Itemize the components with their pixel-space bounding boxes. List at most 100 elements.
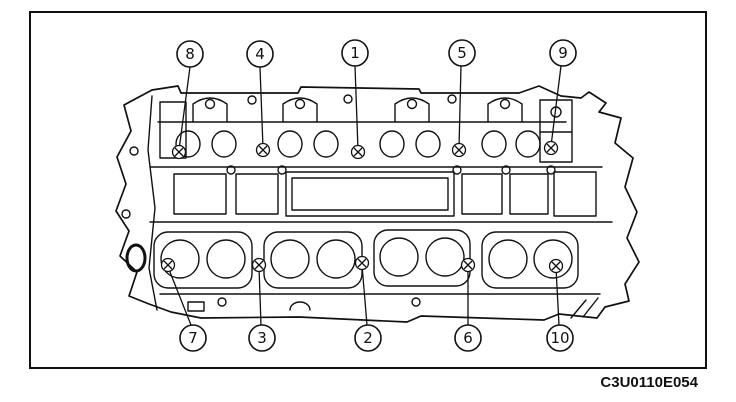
leader-line: [258, 266, 262, 326]
mid-chamber: [235, 173, 279, 215]
left-bolt-hole: [121, 209, 131, 219]
bottom-notch: [289, 301, 311, 311]
center-chamber: [285, 171, 455, 217]
callout-circle: [546, 324, 574, 352]
leader-line: [178, 66, 191, 151]
bolt-7-marker: [160, 257, 176, 273]
bore: [533, 239, 573, 279]
bore: [270, 239, 310, 279]
mid-bolt-hole: [452, 165, 462, 175]
callout-circle: [549, 39, 577, 67]
top-edge-hole: [447, 94, 457, 104]
cam-cap: [282, 97, 318, 123]
leader-line: [167, 266, 192, 326]
left-bolt-hole: [129, 146, 139, 156]
mid-bolt-hole: [226, 165, 236, 175]
left-oval-port: [125, 243, 147, 273]
bore: [206, 239, 246, 279]
bottom-edge-hole: [411, 297, 421, 307]
leader-line: [555, 267, 560, 326]
left-bracket-edge: [147, 95, 158, 311]
cylinder-head-drawing: [115, 85, 640, 323]
bore: [160, 239, 200, 279]
leader-lines: [167, 65, 562, 326]
head-outline: [115, 85, 640, 323]
cam-cap: [394, 97, 430, 123]
callout-number: 7: [188, 329, 198, 347]
cam-cap-bolt: [204, 98, 216, 110]
leader-line: [458, 65, 462, 149]
callout-5: 5: [448, 39, 476, 67]
bolt-6-marker: [460, 257, 476, 273]
cam-housing: [481, 231, 579, 289]
bore: [488, 239, 528, 279]
corner-hatch: [570, 297, 599, 319]
figure-frame: [29, 11, 707, 369]
bore: [316, 239, 356, 279]
bore: [379, 237, 419, 277]
callout-circle: [354, 324, 382, 352]
cam-cap-bolt: [294, 98, 306, 110]
mid-chamber: [173, 173, 227, 215]
callout-2: 2: [354, 324, 382, 352]
cam-housing: [373, 229, 471, 287]
bore: [425, 237, 465, 277]
mid-bolt-hole: [546, 165, 556, 175]
left-cap: [159, 101, 187, 159]
callout-number: 10: [550, 329, 569, 347]
callout-1: 1: [341, 39, 369, 67]
callout-circle: [341, 39, 369, 67]
callout-number: 9: [558, 44, 568, 62]
leader-line: [361, 264, 368, 326]
mid-chamber: [461, 173, 503, 215]
callouts: 8 4 1 5 9 7 3: [176, 39, 577, 352]
bottom-tab: [187, 301, 205, 312]
leader-line: [354, 65, 359, 151]
callout-circle: [246, 40, 274, 68]
bolt-1-marker: [350, 144, 366, 160]
callout-number: 3: [257, 329, 267, 347]
mid-chamber: [553, 171, 597, 217]
callout-circle: [179, 324, 207, 352]
callout-number: 1: [350, 44, 360, 62]
callout-circle: [176, 40, 204, 68]
valve-port: [415, 130, 441, 158]
cam-cap-bolt: [499, 98, 511, 110]
callout-10: 10: [546, 324, 574, 352]
callout-circle: [454, 324, 482, 352]
callout-3: 3: [248, 324, 276, 352]
cam-cap: [487, 97, 523, 123]
bottom-edge-hole: [217, 297, 227, 307]
top-edge-hole: [247, 95, 257, 105]
callout-4: 4: [246, 40, 274, 68]
callout-8: 8: [176, 40, 204, 68]
cam-cap: [192, 97, 228, 123]
valve-port: [481, 130, 507, 158]
mid-bolt-hole: [501, 165, 511, 175]
cam-housing: [263, 231, 363, 289]
callout-number: 6: [463, 329, 473, 347]
callout-6: 6: [454, 324, 482, 352]
callout-9: 9: [549, 39, 577, 67]
top-edge-hole: [343, 94, 353, 104]
valve-port: [379, 130, 405, 158]
callout-circle: [448, 39, 476, 67]
valve-port: [313, 130, 339, 158]
mid-bolt-hole: [277, 165, 287, 175]
bolt-3-marker: [251, 257, 267, 273]
callout-7: 7: [179, 324, 207, 352]
callout-number: 5: [457, 44, 467, 62]
bolt-2-marker: [354, 255, 370, 271]
leader-line: [550, 65, 562, 147]
bolt-4-marker: [255, 142, 271, 158]
valve-port: [175, 130, 201, 158]
bolt-5-marker: [451, 142, 467, 158]
bolt-8-marker: [171, 144, 187, 160]
figure-reference-code: C3U0110E054: [600, 374, 698, 391]
valve-port: [515, 130, 541, 158]
mid-chamber: [509, 173, 549, 215]
callout-number: 2: [363, 329, 373, 347]
callout-number: 4: [255, 45, 265, 63]
